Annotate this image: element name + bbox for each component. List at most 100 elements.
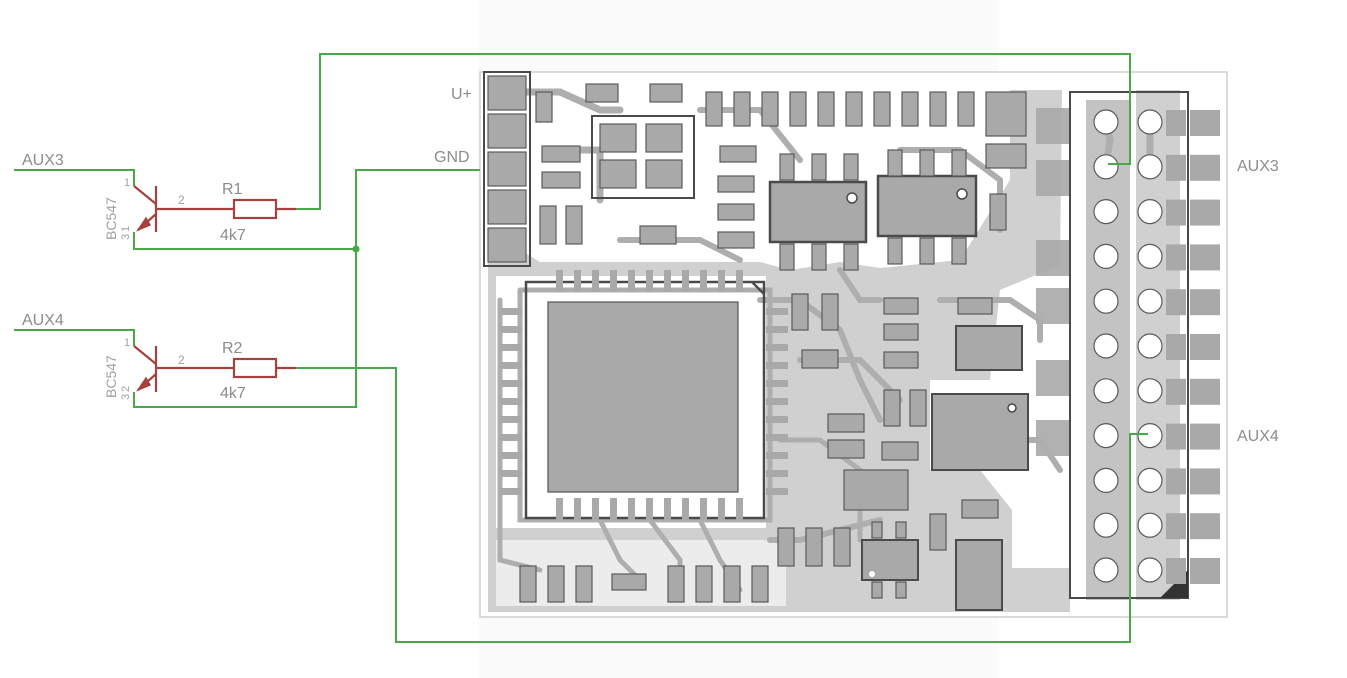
qfp-pin xyxy=(766,344,788,351)
qfp-pin xyxy=(574,270,581,292)
r2-value: 4k7 xyxy=(220,385,246,402)
qfp-pin xyxy=(592,498,599,520)
passives-middle xyxy=(777,293,1029,611)
wire-aux4-net xyxy=(296,367,1148,643)
qfp-chip xyxy=(500,270,788,520)
t1-pin-base: 2 xyxy=(178,193,185,207)
resistor-r1 xyxy=(214,198,296,220)
side-pad xyxy=(1166,244,1186,271)
label-uplus: U+ xyxy=(451,86,472,103)
side-pad xyxy=(1190,423,1220,450)
side-pad xyxy=(1166,558,1186,584)
header-pin xyxy=(1093,378,1119,404)
side-pad xyxy=(1166,423,1186,450)
side-pad xyxy=(1190,513,1220,540)
side-pad xyxy=(1166,334,1186,360)
header-pin xyxy=(1137,243,1163,269)
qfp-pin xyxy=(718,270,725,292)
side-pad xyxy=(1190,289,1220,316)
side-pad xyxy=(1190,154,1220,181)
qfp-pin xyxy=(500,344,522,351)
smd-pads-bottom xyxy=(519,565,769,603)
pad-uplus xyxy=(487,75,527,111)
transistor-t2 xyxy=(133,345,214,392)
qfp-pin xyxy=(700,498,707,520)
header-pin xyxy=(1137,154,1163,180)
wire-gnd xyxy=(133,169,480,408)
qfp-pin xyxy=(628,270,635,292)
t2-pin-emitter: 3 xyxy=(120,394,132,400)
qfp-pin xyxy=(646,270,653,292)
qfp-pin xyxy=(766,470,788,477)
qfp-pin xyxy=(664,498,671,520)
header-pin xyxy=(1093,557,1119,583)
label-aux3-right: AUX3 xyxy=(1237,158,1279,175)
header-pin xyxy=(1093,512,1119,538)
junction-dot xyxy=(352,245,360,253)
side-pad xyxy=(1190,468,1220,495)
side-pad xyxy=(1166,154,1186,181)
qfp-pin xyxy=(500,488,522,495)
qfp-pin xyxy=(556,270,563,292)
header-pin xyxy=(1137,109,1163,135)
header-pin xyxy=(1093,333,1119,359)
r1-name: R1 xyxy=(222,181,243,198)
header-pin xyxy=(1137,199,1163,225)
t1-pin-emitter: 3 xyxy=(120,234,132,240)
side-pad xyxy=(1190,558,1220,584)
label-aux3-left: AUX3 xyxy=(22,152,64,169)
qfp-pin xyxy=(766,398,788,405)
qfp-pin xyxy=(736,498,743,520)
qfp-pin xyxy=(766,362,788,369)
header-pin xyxy=(1093,154,1119,180)
qfp-pin xyxy=(500,434,522,441)
qfp-pin xyxy=(556,498,563,520)
qfp-pin xyxy=(766,326,788,333)
smd-pads-top xyxy=(535,83,1027,169)
label-aux4-right: AUX4 xyxy=(1237,428,1279,445)
qfp-pin xyxy=(500,398,522,405)
qfp-pin xyxy=(500,326,522,333)
side-pad xyxy=(1190,378,1220,405)
edge-connector-left xyxy=(483,71,531,267)
ic-u2 xyxy=(768,153,868,271)
wire-aux4-in xyxy=(14,329,135,346)
side-pad xyxy=(1166,199,1186,226)
transistor-t1 xyxy=(133,185,214,232)
t2-pin-collector: 1 xyxy=(124,337,130,349)
header-pin xyxy=(1093,288,1119,314)
qfp-pin xyxy=(628,498,635,520)
header-pin xyxy=(1093,109,1119,135)
header-pin xyxy=(1137,333,1163,359)
header-pin xyxy=(1137,378,1163,404)
qfp-pin xyxy=(700,270,707,292)
header-pin xyxy=(1137,467,1163,493)
side-pad xyxy=(1166,513,1186,540)
label-gnd: GND xyxy=(434,149,470,166)
header-pin xyxy=(1137,288,1163,314)
side-pad xyxy=(1166,468,1186,495)
qfp-pin xyxy=(500,380,522,387)
qfp-pin xyxy=(610,270,617,292)
t1-pin-collector: 1 xyxy=(124,177,130,189)
r2-name: R2 xyxy=(222,340,243,357)
header-pin xyxy=(1093,243,1119,269)
qfp-pin xyxy=(500,452,522,459)
qfp-pin xyxy=(766,452,788,459)
side-pad xyxy=(1190,110,1220,136)
qfp-pin xyxy=(682,270,689,292)
header-pin xyxy=(1137,512,1163,538)
qfp-pin xyxy=(500,416,522,423)
qfp-pin xyxy=(646,498,653,520)
side-pad xyxy=(1190,199,1220,226)
qfp-pin xyxy=(766,434,788,441)
side-pad xyxy=(1190,244,1220,271)
side-pad xyxy=(1166,289,1186,316)
t1-pin-collector-alt: 1 xyxy=(120,226,132,232)
label-aux4-left: AUX4 xyxy=(22,312,64,329)
net-wires xyxy=(14,53,1148,643)
qfp-pin xyxy=(574,498,581,520)
r1-value: 4k7 xyxy=(220,227,246,244)
qfp-pin xyxy=(766,308,788,315)
